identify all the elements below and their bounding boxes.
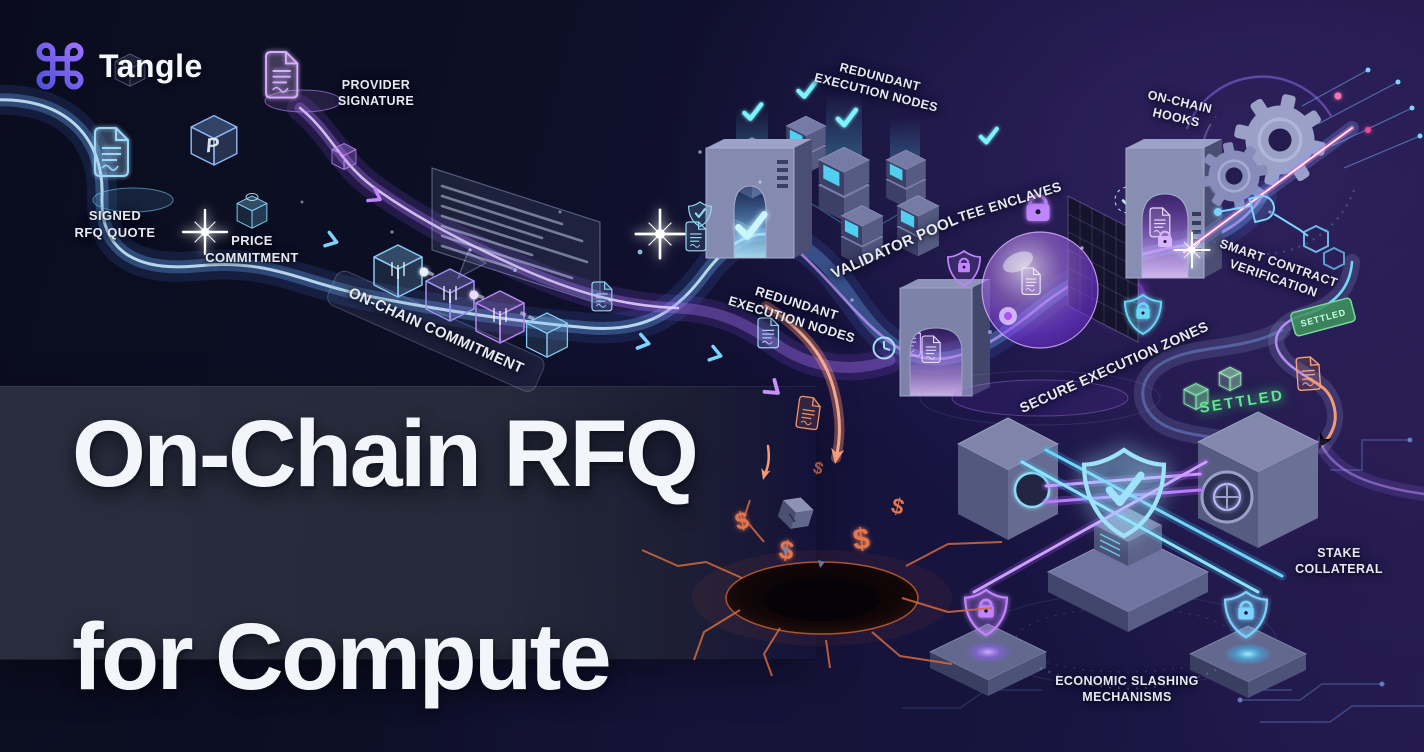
timer-icon xyxy=(872,336,896,360)
label-economic-slashing-mechanisms: ECONOMIC SLASHING MECHANISMS xyxy=(1055,673,1199,704)
brand-logo: Tangle xyxy=(34,40,203,92)
dollar-sign: $ xyxy=(889,493,907,520)
label-stake-collateral: STAKE COLLATERAL xyxy=(1295,545,1383,576)
slashing-pad-cyan xyxy=(1188,590,1308,698)
laser-beam xyxy=(1177,121,1359,259)
shield-lock-icon xyxy=(963,588,1009,637)
slashing-crater: $ $ $ $ $ xyxy=(641,395,1003,677)
arrow-icon xyxy=(762,378,785,401)
signal-rays xyxy=(1301,69,1421,169)
label-price-commitment: PRICE COMMITMENT xyxy=(205,233,299,265)
crack-lines xyxy=(641,499,1003,677)
falling-block-icon xyxy=(777,497,814,529)
spark-flare-icon xyxy=(634,208,686,260)
slashing-pad-purple xyxy=(928,588,1048,696)
slashing-cluster xyxy=(928,411,1320,698)
task-document-icon xyxy=(591,281,613,312)
provider-signature-document-icon xyxy=(265,51,299,99)
validator-pool-servers-icon xyxy=(705,82,997,266)
signature-cube-icon xyxy=(331,143,357,170)
title-panel xyxy=(0,386,816,660)
slashed-invoice-icon xyxy=(1295,355,1322,392)
dollar-sign: $ xyxy=(851,522,871,557)
validation-gate-icon xyxy=(705,139,812,259)
title-line-1: On-Chain RFQ xyxy=(72,401,699,507)
settled-chip: SETTLED xyxy=(1290,297,1356,337)
brand-name: Tangle xyxy=(99,47,203,84)
task-document-icon xyxy=(685,221,707,252)
execution-gate-icon xyxy=(899,279,990,397)
quote-platform xyxy=(92,187,174,213)
coin-icon xyxy=(245,193,259,201)
provider-p-glyph: P xyxy=(205,134,221,157)
on-chain-commitment-blocks-icon xyxy=(373,244,569,358)
logic-gate-circuit-icon xyxy=(1214,195,1345,271)
title-line-2: for Compute xyxy=(72,604,612,711)
page-title: On-Chain RFQ for Compute xyxy=(72,401,699,711)
stake-vault-icon xyxy=(1196,411,1320,548)
settled-block-icon xyxy=(1218,366,1242,391)
flow-path-slash xyxy=(758,301,845,482)
arrow-icon xyxy=(707,344,725,365)
label-provider-signature: PROVIDER SIGNATURE xyxy=(337,77,415,108)
collateral-cube-icon xyxy=(956,417,1060,540)
smart-contract-gears-icon xyxy=(1173,67,1423,269)
slashed-document-icon xyxy=(795,395,822,431)
check-icon xyxy=(981,129,997,143)
dollar-sign: $ xyxy=(733,507,752,536)
dollar-sign: $ xyxy=(811,458,826,479)
tee-enclave-sphere-icon xyxy=(919,186,1163,426)
particles xyxy=(300,90,1272,334)
label-signed-rfq-quote: SIGNED RFQ QUOTE xyxy=(74,208,156,240)
arrow-icon xyxy=(323,230,341,251)
tangle-logo-icon xyxy=(36,42,84,90)
signed-rfq-document-icon xyxy=(94,127,129,177)
